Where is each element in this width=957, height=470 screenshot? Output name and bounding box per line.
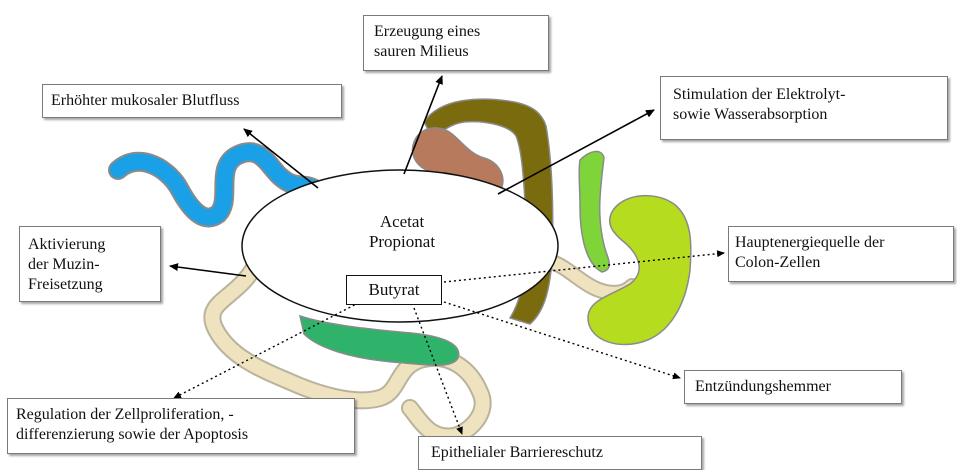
box-barrier-text: Epithelialer Barriereschutz (431, 443, 701, 463)
box-energy-line2: Colon-Zellen (735, 253, 953, 273)
box-energy-line1: Hauptenergiequelle der (735, 233, 953, 253)
light-green-strip (579, 151, 609, 272)
box-mucin-line1: Aktivierung (28, 235, 160, 255)
box-mucin: Aktivierung der Muzin- Freisetzung (19, 226, 161, 302)
box-mucin-line3: Freisetzung (28, 275, 160, 295)
box-acid-line1: Erzeugung eines (374, 22, 548, 42)
butyrat-box: Butyrat (346, 275, 442, 305)
box-blood-flow-text: Erhöhter mukosaler Blutfluss (51, 91, 341, 111)
arrow-mucin (170, 266, 246, 276)
box-electrolyte: Stimulation der Elektrolyt- sowie Wasser… (660, 76, 948, 140)
box-acid: Erzeugung eines sauren Milieus (363, 15, 549, 71)
center-label-propionat: Propionat (340, 232, 464, 252)
box-anti-inflammatory-text: Entzündungshemmer (695, 377, 901, 397)
box-regulation: Regulation der Zellproliferation, - diff… (7, 398, 355, 454)
box-energy: Hauptenergiequelle der Colon-Zellen (728, 226, 954, 282)
box-electrolyte-line2: sowie Wasserabsorption (673, 105, 947, 125)
center-label-acetat: Acetat (340, 212, 464, 232)
box-regulation-line2: differenzierung sowie der Apoptosis (16, 425, 354, 445)
box-acid-line2: sauren Milieus (374, 42, 548, 62)
box-anti-inflammatory: Entzündungshemmer (684, 370, 902, 404)
box-mucin-line2: der Muzin- (28, 255, 160, 275)
dark-green-segment (300, 316, 459, 365)
box-blood-flow: Erhöhter mukosaler Blutfluss (42, 84, 342, 118)
box-electrolyte-line1: Stimulation der Elektrolyt- (673, 85, 947, 105)
box-regulation-line1: Regulation der Zellproliferation, - (16, 405, 354, 425)
